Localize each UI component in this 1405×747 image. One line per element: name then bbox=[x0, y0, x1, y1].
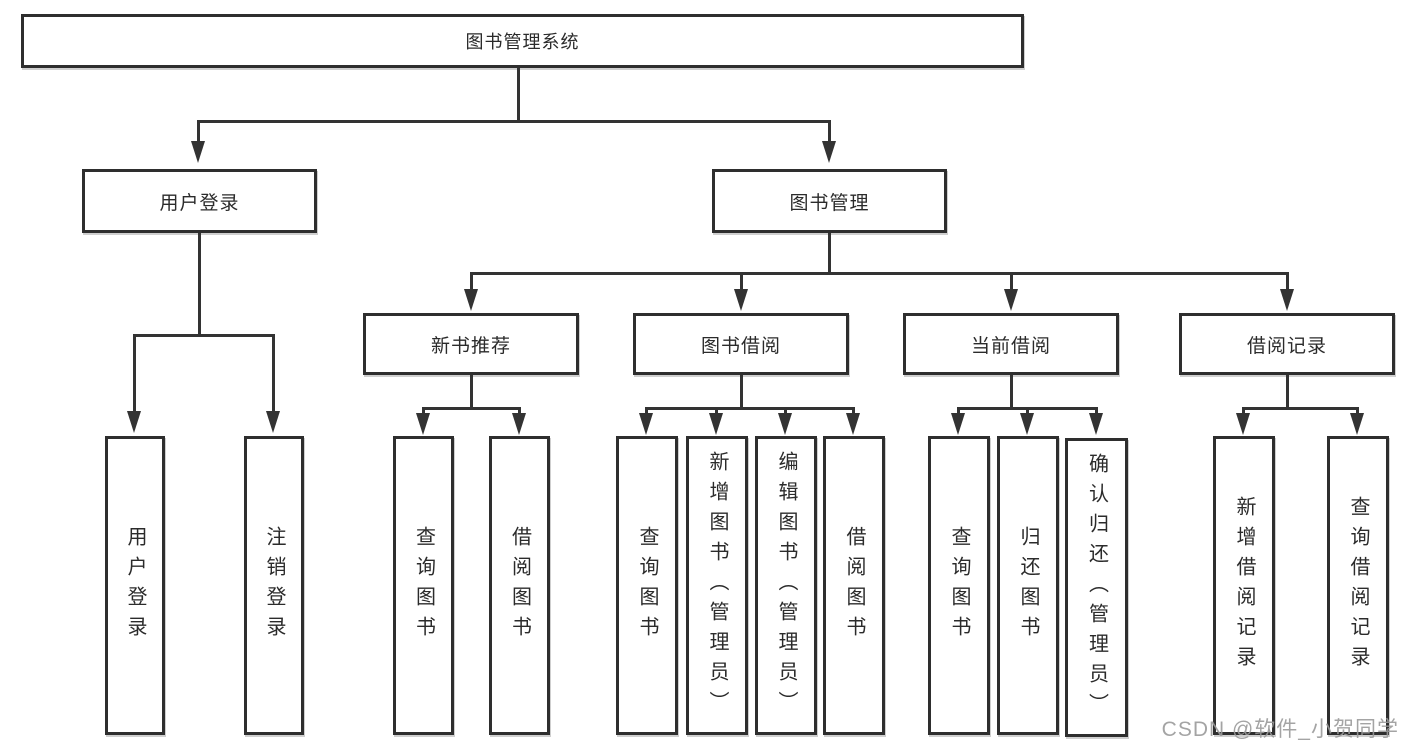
connector-bb-drop-3 bbox=[784, 407, 787, 415]
leaf-borrow-add-admin: 新增图书（管理员） bbox=[686, 436, 748, 735]
connector-mgmt-stem bbox=[828, 233, 831, 274]
connector-user-leaf2-drop bbox=[272, 334, 275, 412]
connector-user-leaf1-drop bbox=[133, 334, 136, 412]
connector-level1-bar bbox=[197, 120, 830, 123]
node-book-management: 图书管理 bbox=[712, 169, 947, 233]
arrowhead-new-book-recommend bbox=[464, 289, 478, 311]
arrowhead-br-add bbox=[1236, 413, 1250, 435]
arrowhead-leaf-user-login bbox=[127, 411, 141, 433]
node-user-login: 用户登录 bbox=[82, 169, 317, 233]
node-new-book-recommend-label: 新书推荐 bbox=[430, 335, 511, 357]
csdn-watermark: CSDN @软件_小贺同学 bbox=[1161, 718, 1399, 741]
connector-mgmt-drop bbox=[828, 120, 831, 143]
node-user-login-label: 用户登录 bbox=[159, 192, 240, 214]
leaf-record-query-label: 查询借阅记录 bbox=[1347, 495, 1369, 676]
leaf-current-query-label: 查询图书 bbox=[948, 525, 970, 646]
connector-cb-drop-2 bbox=[1026, 407, 1029, 415]
arrowhead-leaf-logout bbox=[266, 411, 280, 433]
connector-nb-stem bbox=[470, 375, 473, 410]
leaf-borrow-edit-admin-label: 编辑图书（管理员） bbox=[775, 450, 797, 721]
connector-bb-stem bbox=[740, 375, 743, 410]
connector-l3-drop-3 bbox=[1010, 272, 1013, 291]
connector-bb-drop-4 bbox=[852, 407, 855, 415]
leaf-current-return-label: 归还图书 bbox=[1017, 525, 1039, 646]
arrowhead-nb-query bbox=[416, 413, 430, 435]
connector-l3-drop-1 bbox=[470, 272, 473, 291]
connector-user-stem bbox=[198, 233, 201, 336]
connector-bb-bar bbox=[645, 407, 855, 410]
connector-cb-drop-3 bbox=[1095, 407, 1098, 415]
leaf-borrow-borrow: 借阅图书 bbox=[823, 436, 885, 735]
leaf-current-return: 归还图书 bbox=[997, 436, 1059, 735]
connector-bb-drop-2 bbox=[715, 407, 718, 415]
node-current-borrow: 当前借阅 bbox=[903, 313, 1119, 375]
leaf-newbook-borrow-label: 借阅图书 bbox=[508, 525, 531, 646]
node-book-borrow: 图书借阅 bbox=[633, 313, 849, 375]
arrowhead-cb-return bbox=[1020, 413, 1034, 435]
node-book-borrow-label: 图书借阅 bbox=[700, 335, 781, 357]
arrowhead-bb-add bbox=[709, 413, 723, 435]
node-new-book-recommend: 新书推荐 bbox=[363, 313, 579, 375]
connector-br-stem bbox=[1286, 375, 1289, 410]
arrowhead-bb-borrow bbox=[846, 413, 860, 435]
arrowhead-br-query bbox=[1350, 413, 1364, 435]
leaf-borrow-query: 查询图书 bbox=[616, 436, 678, 735]
connector-cb-stem bbox=[1010, 375, 1013, 410]
connector-br-drop-2 bbox=[1356, 407, 1359, 415]
connector-root-stem bbox=[517, 68, 520, 122]
connector-cb-drop-1 bbox=[957, 407, 960, 415]
arrowhead-bb-edit bbox=[778, 413, 792, 435]
leaf-borrow-query-label: 查询图书 bbox=[636, 525, 658, 646]
connector-br-drop-1 bbox=[1242, 407, 1245, 415]
connector-user-drop bbox=[197, 120, 200, 143]
arrowhead-book-mgmt bbox=[822, 141, 836, 163]
leaf-logout-label: 注销登录 bbox=[263, 525, 285, 646]
leaf-newbook-query: 查询图书 bbox=[393, 436, 454, 735]
leaf-borrow-add-admin-label: 新增图书（管理员） bbox=[706, 450, 728, 721]
connector-l3-drop-2 bbox=[740, 272, 743, 291]
leaf-borrow-borrow-label: 借阅图书 bbox=[843, 525, 865, 646]
connector-l3-drop-4 bbox=[1286, 272, 1289, 291]
arrowhead-cb-query bbox=[951, 413, 965, 435]
leaf-record-add-label: 新增借阅记录 bbox=[1233, 495, 1255, 676]
connector-br-bar bbox=[1242, 407, 1358, 410]
leaf-logout: 注销登录 bbox=[244, 436, 304, 735]
node-root-label: 图书管理系统 bbox=[465, 32, 580, 52]
arrowhead-bb-query bbox=[639, 413, 653, 435]
leaf-current-query: 查询图书 bbox=[928, 436, 990, 735]
connector-nb-drop-2 bbox=[518, 407, 521, 415]
connector-nb-drop-1 bbox=[422, 407, 425, 415]
leaf-record-query: 查询借阅记录 bbox=[1327, 436, 1389, 735]
leaf-current-confirm-admin-label: 确认归还（管理员） bbox=[1085, 452, 1108, 723]
arrowhead-book-borrow bbox=[734, 289, 748, 311]
node-root: 图书管理系统 bbox=[21, 14, 1024, 68]
arrowhead-user-login bbox=[191, 141, 205, 163]
connector-user-bar bbox=[133, 334, 275, 337]
leaf-borrow-edit-admin: 编辑图书（管理员） bbox=[755, 436, 817, 735]
arrowhead-current-borrow bbox=[1004, 289, 1018, 311]
arrowhead-nb-borrow bbox=[512, 413, 526, 435]
arrowhead-borrow-records bbox=[1280, 289, 1294, 311]
leaf-user-login: 用户登录 bbox=[105, 436, 165, 735]
leaf-current-confirm-admin: 确认归还（管理员） bbox=[1065, 438, 1128, 737]
leaf-newbook-query-label: 查询图书 bbox=[412, 525, 435, 646]
connector-nb-bar bbox=[422, 407, 521, 410]
leaf-user-login-label: 用户登录 bbox=[124, 525, 146, 646]
leaf-record-add: 新增借阅记录 bbox=[1213, 436, 1275, 735]
node-book-management-label: 图书管理 bbox=[789, 192, 870, 214]
node-borrow-records: 借阅记录 bbox=[1179, 313, 1395, 375]
arrowhead-cb-confirm bbox=[1089, 413, 1103, 435]
connector-level3-bar bbox=[470, 272, 1288, 275]
leaf-newbook-borrow: 借阅图书 bbox=[489, 436, 550, 735]
node-current-borrow-label: 当前借阅 bbox=[970, 335, 1051, 357]
node-borrow-records-label: 借阅记录 bbox=[1246, 335, 1327, 357]
connector-bb-drop-1 bbox=[645, 407, 648, 415]
